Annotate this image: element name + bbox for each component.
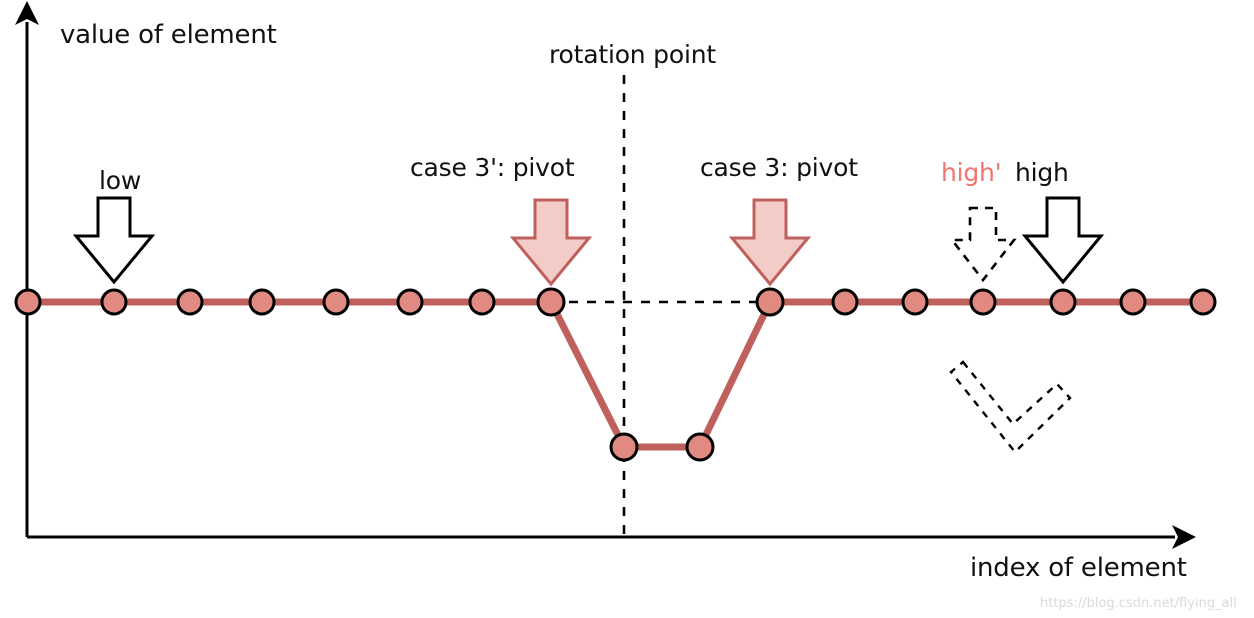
y-axis-label: value of element [60, 20, 277, 50]
data-point [14, 288, 42, 316]
series-polyline [24, 298, 1207, 451]
data-point-pivot-left [536, 287, 566, 317]
low-label: low [99, 166, 142, 195]
data-point [831, 288, 859, 316]
data-point [1119, 288, 1147, 316]
high-label: high [1015, 158, 1069, 187]
high-prime-arrow [949, 206, 1017, 283]
rotation-point-label: rotation point [549, 40, 716, 69]
case-3-label: case 3: pivot [700, 153, 858, 182]
x-axis-label: index of element [970, 553, 1187, 583]
data-point-valley-left [609, 432, 639, 462]
data-point-valley-right [685, 432, 715, 462]
data-point [100, 288, 128, 316]
guide-lines-group [551, 75, 770, 537]
data-point [1189, 288, 1217, 316]
data-point [396, 288, 424, 316]
low-arrow [72, 196, 156, 285]
case-3-prime-pivot-arrow [509, 198, 593, 287]
data-point-pivot-right [755, 287, 785, 317]
data-point [901, 288, 929, 316]
data-point [969, 288, 997, 316]
watermark: https://blog.csdn.net/flying_all [1040, 596, 1237, 611]
data-point [176, 288, 204, 316]
series-line-group [24, 298, 1207, 451]
case-3-pivot-arrow [728, 198, 812, 287]
data-point [1049, 288, 1077, 316]
high-arrow [1021, 196, 1105, 285]
data-point-markers [14, 287, 1217, 462]
data-point [468, 288, 496, 316]
data-point [248, 288, 276, 316]
high-prime-label: high' [941, 158, 1002, 187]
case-3-prime-label: case 3': pivot [410, 153, 575, 182]
data-point [322, 288, 350, 316]
axes-group [15, 1, 1196, 549]
ghost-dip-shape [949, 360, 1072, 454]
